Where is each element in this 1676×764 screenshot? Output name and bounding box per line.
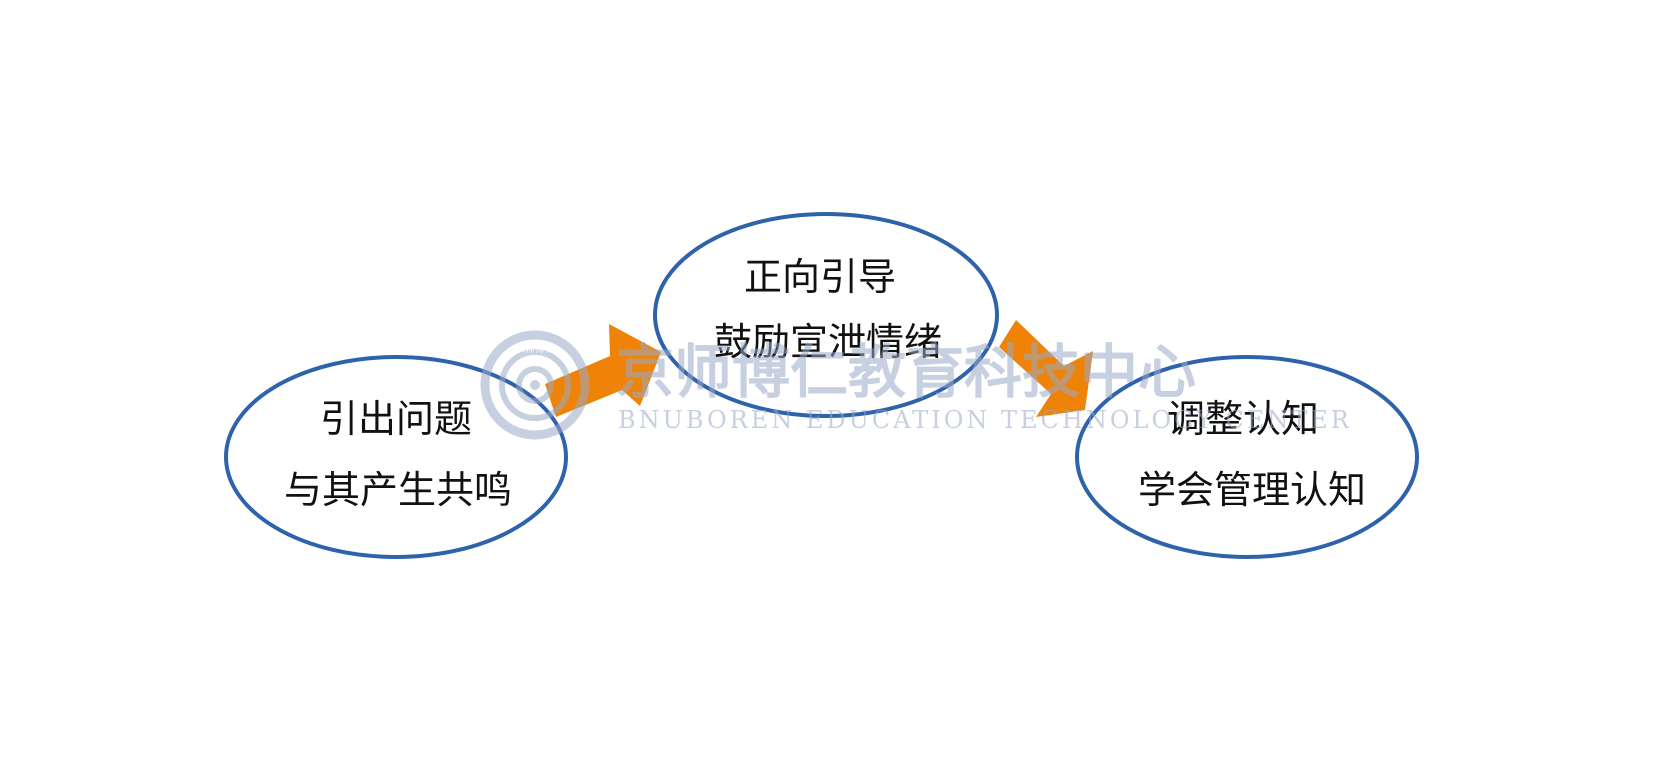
node-start-ellipse	[224, 355, 568, 559]
node-middle-line2: 鼓励宣泄情绪	[714, 320, 942, 364]
node-middle: 正向引导 鼓励宣泄情绪	[653, 212, 999, 418]
arrow-middle-to-end	[999, 320, 1093, 417]
watermark-seal-text: 京师博仁	[515, 342, 555, 355]
node-end-ellipse	[1075, 355, 1419, 559]
node-start: 引出问题 与其产生共鸣	[224, 355, 568, 559]
node-start-line2: 与其产生共鸣	[284, 468, 512, 512]
watermark-seal: 京师博仁	[480, 330, 590, 440]
node-end-line1: 调整认知	[1167, 397, 1319, 441]
node-end-line2: 学会管理认知	[1138, 468, 1366, 512]
node-end: 调整认知 学会管理认知	[1075, 355, 1419, 559]
node-middle-ellipse	[653, 212, 999, 418]
watermark-name-cn: 京师博仁教育科技中心	[616, 338, 1196, 406]
arrow-start-to-middle	[545, 324, 661, 417]
node-start-line1: 引出问题	[320, 397, 472, 441]
watermark-name-en: BNUBOREN EDUCATION TECHNOLOGY CENTER	[618, 406, 1352, 434]
watermark: 京师博仁 京师博仁教育科技中心 BNUBOREN EDUCATION TECHN…	[480, 330, 1352, 440]
node-middle-line1: 正向引导	[744, 255, 896, 299]
